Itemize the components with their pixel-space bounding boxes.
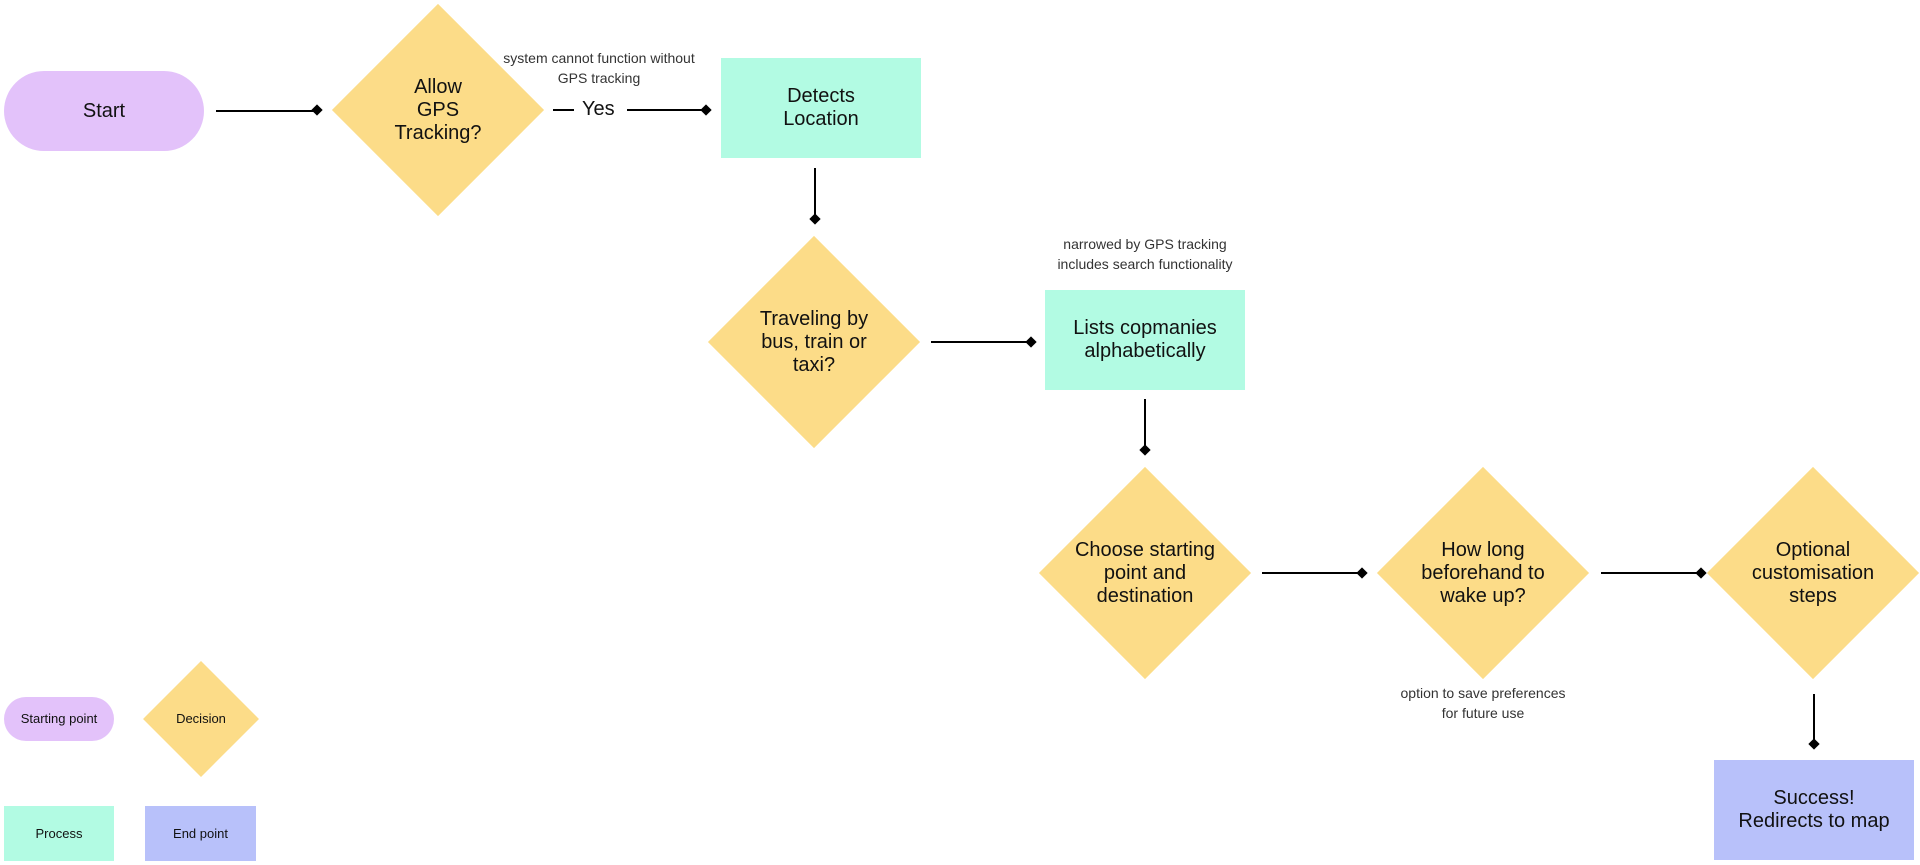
legend-starting-point-label: Starting point xyxy=(20,711,98,726)
arrowhead xyxy=(1356,567,1368,579)
arrowhead xyxy=(1139,444,1151,456)
wake-up-time-label: How long beforehand to wake up? xyxy=(1421,538,1545,607)
choose-points-decision[interactable]: Choose starting point and destination xyxy=(1039,467,1251,679)
success-end-node[interactable]: Success! Redirects to map xyxy=(1714,760,1914,860)
preferences-note: option to save preferences for future us… xyxy=(1400,685,1566,721)
choose-points-label: Choose starting point and destination xyxy=(1074,538,1216,607)
start-node-label: Start xyxy=(82,99,126,122)
legend-end-point-label: End point xyxy=(173,825,228,841)
arrowhead xyxy=(311,104,323,116)
lists-companies-label: Lists copmanies alphabetically xyxy=(1073,317,1217,362)
legend-end-point: End point xyxy=(145,806,256,861)
yes-edge-label: Yes xyxy=(578,98,619,121)
legend-decision-label: Decision xyxy=(176,711,226,726)
optional-steps-label: Optional customisation steps xyxy=(1751,538,1875,607)
arrowhead xyxy=(1025,336,1037,348)
allow-gps-decision[interactable]: Allow GPS Tracking? xyxy=(332,4,544,216)
companies-note: narrowed by GPS tracking includes search… xyxy=(1057,236,1233,272)
gps-required-note: system cannot function without GPS track… xyxy=(503,50,695,86)
lists-companies-process[interactable]: Lists copmanies alphabetically xyxy=(1045,290,1245,390)
start-node[interactable]: Start xyxy=(4,71,204,151)
optional-steps-decision[interactable]: Optional customisation steps xyxy=(1707,467,1919,679)
arrowhead xyxy=(1695,567,1707,579)
legend-process: Process xyxy=(4,806,114,861)
traveling-mode-decision[interactable]: Traveling by bus, train or taxi? xyxy=(708,236,920,448)
arrowhead xyxy=(809,213,821,225)
arrowhead xyxy=(1808,738,1820,750)
success-end-label: Success! Redirects to map xyxy=(1738,787,1890,832)
detects-location-process[interactable]: Detects Location xyxy=(721,58,921,158)
legend-starting-point: Starting point xyxy=(4,697,114,741)
wake-up-time-decision[interactable]: How long beforehand to wake up? xyxy=(1377,467,1589,679)
allow-gps-decision-label: Allow GPS Tracking? xyxy=(394,75,482,144)
legend-process-label: Process xyxy=(35,825,83,841)
detects-location-label: Detects Location xyxy=(783,85,859,130)
traveling-mode-label: Traveling by bus, train or taxi? xyxy=(759,307,869,376)
arrowhead xyxy=(700,104,712,116)
legend-decision: Decision xyxy=(142,660,260,778)
